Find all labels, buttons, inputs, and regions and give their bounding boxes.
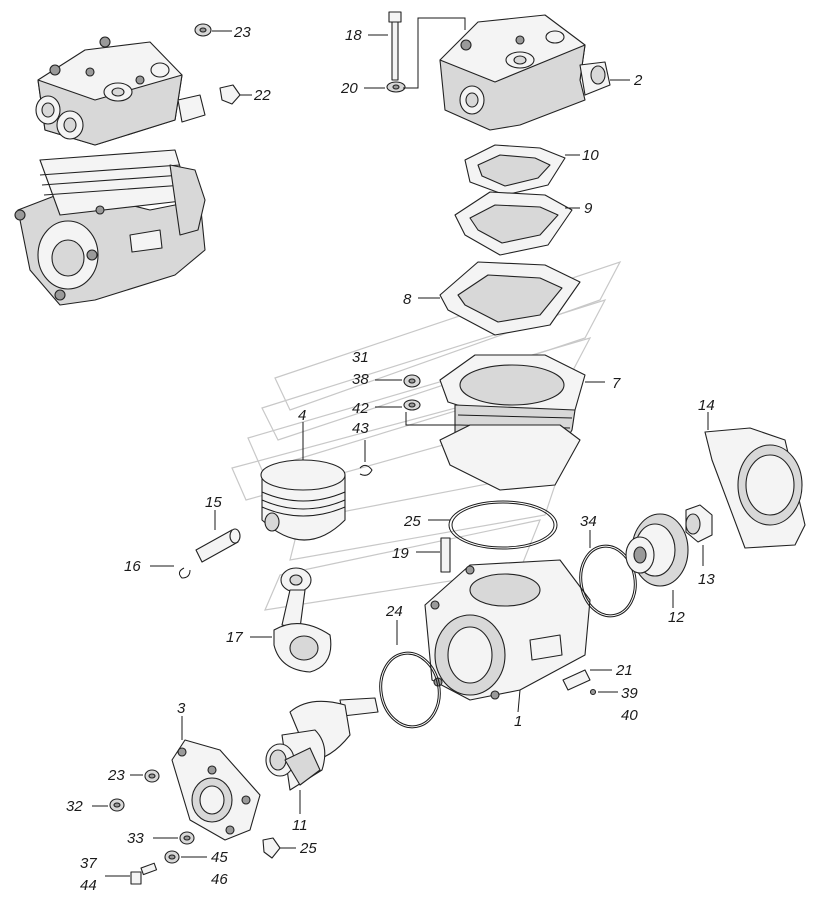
callout-33: 33 — [127, 830, 144, 847]
part-18-bolt — [388, 11, 402, 81]
part-23-nut — [194, 23, 212, 37]
part-22-clip — [219, 84, 241, 105]
callout-8: 8 — [403, 291, 412, 308]
callout-38: 38 — [352, 371, 369, 388]
callout-25: 25 — [403, 513, 421, 530]
part-15-piston-pin — [195, 528, 241, 563]
callout-20: 20 — [340, 80, 358, 97]
callout-23: 23 — [233, 24, 251, 41]
callout-24: 24 — [385, 603, 403, 620]
callout-32: 32 — [66, 798, 83, 815]
part-4-piston — [260, 459, 346, 541]
callout-44: 44 — [80, 877, 97, 894]
callout-4: 4 — [298, 407, 306, 424]
callout-39: 39 — [621, 685, 638, 702]
callout-labels: 23 22 18 20 2 10 9 8 31 38 42 43 7 4 14 … — [66, 24, 715, 894]
part-3-end-cover — [171, 739, 261, 841]
part-23-nut-lower — [144, 769, 160, 783]
part-25-o-ring — [448, 500, 558, 550]
part-25-clip-lower — [262, 837, 281, 859]
callout-43: 43 — [352, 420, 369, 437]
callout-37: 37 — [80, 855, 97, 872]
callout-42: 42 — [352, 400, 369, 417]
part-10-gasket — [464, 144, 566, 196]
part-21-plate — [562, 669, 591, 691]
part-7-cylinder — [439, 354, 586, 491]
callout-21: 21 — [615, 662, 633, 679]
callout-34: 34 — [580, 513, 597, 530]
part-8-gasket — [439, 261, 581, 336]
part-38-nut — [403, 374, 421, 388]
callout-19: 19 — [392, 545, 409, 562]
callout-25-lower: 25 — [299, 840, 317, 857]
part-33-washer — [179, 831, 195, 845]
part-24-o-ring — [379, 651, 441, 729]
part-37-bolt — [130, 862, 158, 885]
part-9-gasket — [454, 191, 573, 256]
part-42-washer — [403, 399, 421, 411]
callout-23-lower: 23 — [107, 767, 125, 784]
callout-3: 3 — [177, 700, 186, 717]
part-17-connecting-rod — [273, 567, 332, 673]
callout-18: 18 — [345, 27, 362, 44]
callout-46: 46 — [211, 871, 228, 888]
callout-12: 12 — [668, 609, 685, 626]
callout-13: 13 — [698, 571, 715, 588]
part-34-o-ring — [579, 544, 637, 618]
callout-31: 31 — [352, 349, 369, 366]
part-19-stud — [440, 537, 451, 573]
callout-7: 7 — [612, 375, 621, 392]
part-11-crankshaft — [265, 697, 379, 791]
part-43-snap-ring — [359, 464, 373, 476]
part-39-screw — [589, 688, 597, 696]
part-1-crankcase — [424, 559, 591, 701]
callout-10: 10 — [582, 147, 599, 164]
leader-lines — [92, 17, 709, 877]
callout-9: 9 — [584, 200, 593, 217]
part-16-circlip — [178, 567, 191, 579]
callout-22: 22 — [253, 87, 271, 104]
callout-14: 14 — [698, 397, 715, 414]
callout-11: 11 — [292, 817, 308, 834]
callout-17: 17 — [226, 629, 243, 646]
callout-1: 1 — [514, 713, 522, 730]
part-2-cylinder-head — [439, 14, 611, 131]
part-20-washer — [386, 81, 406, 93]
callout-45: 45 — [211, 849, 228, 866]
part-45-washer — [164, 850, 180, 864]
part-32-washer — [109, 798, 125, 812]
part-12-gear — [625, 513, 689, 587]
callout-15: 15 — [205, 494, 222, 511]
part-13-nut — [685, 504, 713, 543]
callout-2: 2 — [633, 72, 643, 89]
callout-16: 16 — [124, 558, 141, 575]
assembled-compressor — [14, 36, 206, 306]
callout-40: 40 — [621, 707, 638, 724]
part-14-cover — [704, 427, 806, 549]
